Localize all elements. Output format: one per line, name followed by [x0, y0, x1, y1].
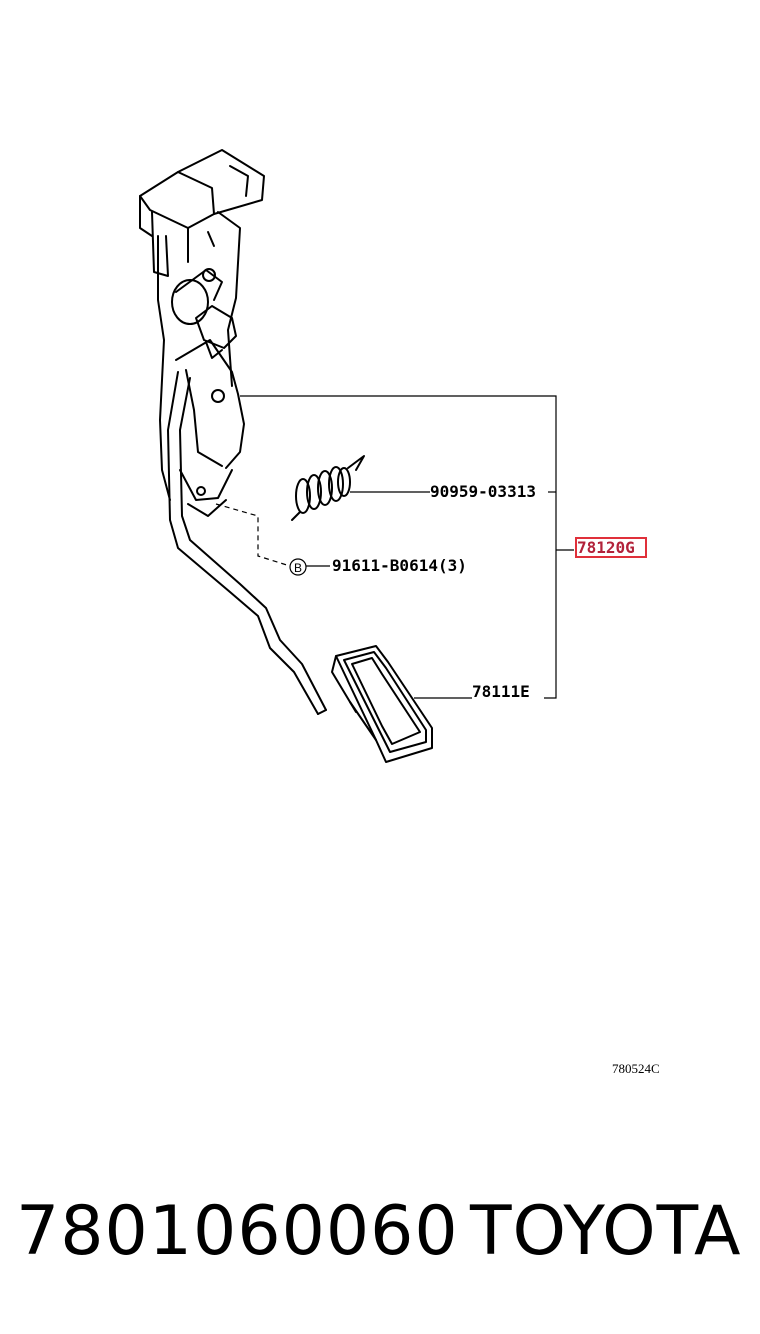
footer-brand: TOYOTA [470, 1192, 742, 1271]
highlight-box [575, 537, 647, 558]
callout-bolt-part-number[interactable]: 91611-B0614(3) [332, 556, 467, 575]
bolt-dashed [215, 503, 291, 567]
pedal-pivot [175, 339, 245, 517]
diagram-reference-code: 780524C [612, 1061, 660, 1076]
callout-pad-part-number[interactable]: 78111E [472, 682, 530, 701]
leader-lines [215, 395, 574, 699]
return-spring [291, 455, 365, 521]
callout-assembly-part-number[interactable]: 78120G [577, 538, 635, 557]
assembly-bracket-line [240, 395, 557, 699]
pedal-arm [167, 371, 327, 715]
pedal-pad [331, 645, 433, 763]
pedal-bracket [139, 149, 265, 501]
footer-part-number: 7801060060 [16, 1192, 459, 1271]
callout-spring-part-number[interactable]: 90959-03313 [430, 482, 536, 501]
bolt-marker-label: B [294, 561, 302, 575]
bolt-marker-circle [289, 558, 307, 576]
